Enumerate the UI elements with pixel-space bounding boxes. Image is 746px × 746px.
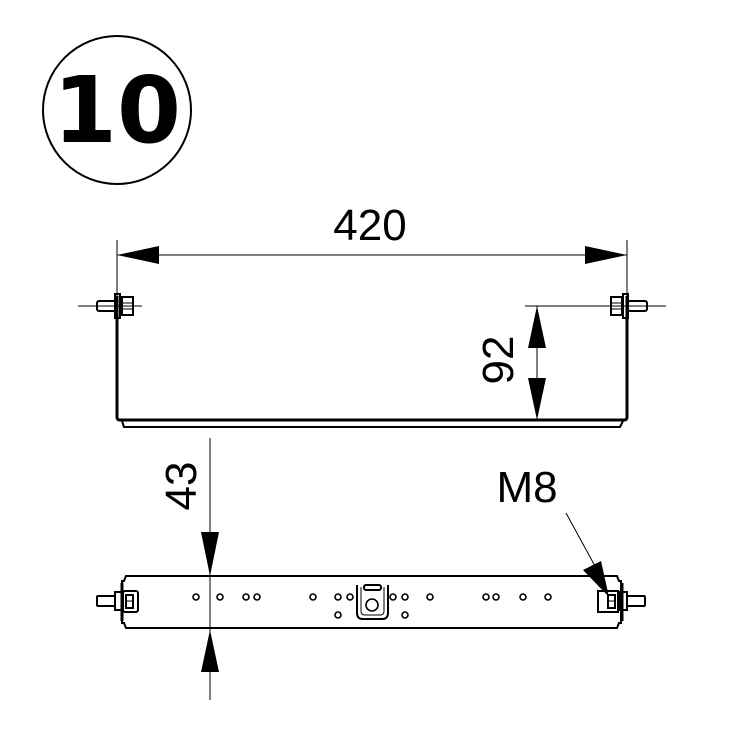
hole — [346, 593, 354, 601]
step-circle — [42, 35, 192, 185]
hole — [426, 593, 434, 601]
clip-inner — [360, 587, 385, 616]
nut-icon — [610, 296, 623, 316]
clip-outer — [356, 585, 389, 620]
arrow-up-icon — [528, 306, 546, 348]
mounting-holes — [192, 593, 552, 619]
washer-icon — [619, 591, 628, 611]
stud-icon — [96, 595, 116, 607]
step-number: 10 — [53, 57, 181, 164]
arrow-right-icon — [585, 246, 627, 264]
center-clip — [356, 584, 389, 620]
washer-icon — [114, 293, 121, 319]
hole — [401, 593, 409, 601]
bolt-right — [610, 293, 648, 319]
height-value: 92 — [474, 336, 523, 385]
nut-icon — [121, 296, 134, 316]
hole — [492, 593, 500, 601]
end-fitting-left — [96, 590, 139, 613]
hole — [192, 593, 200, 601]
clip-hole — [365, 598, 379, 612]
clip-icon — [122, 590, 139, 613]
hole — [389, 593, 397, 601]
end-fitting-right — [597, 590, 646, 613]
bracket-profile — [115, 296, 629, 422]
arrow-left-icon — [117, 246, 159, 264]
step-badge: 10 — [42, 35, 192, 185]
hole — [242, 593, 250, 601]
hole — [482, 593, 490, 601]
hole — [309, 593, 317, 601]
width-value: 420 — [333, 201, 406, 250]
height-dimension: 92 — [474, 305, 600, 420]
hole — [334, 593, 342, 601]
bottom-view — [96, 575, 646, 629]
clip-slot — [363, 584, 382, 591]
clip-icon — [597, 590, 619, 613]
hole — [401, 611, 409, 619]
depth-value: 43 — [157, 462, 206, 511]
bolt-callout: M8 — [496, 463, 609, 597]
arrow-up-icon — [201, 630, 219, 672]
hole — [519, 593, 527, 601]
width-dimension: 420 — [116, 201, 628, 300]
hole — [253, 593, 261, 601]
bolt-size-label: M8 — [496, 463, 557, 512]
hole — [544, 593, 552, 601]
hole — [216, 593, 224, 601]
bolt-left — [96, 293, 134, 319]
bracket-lip — [121, 420, 624, 428]
arrow-down-icon — [201, 532, 219, 576]
front-view — [78, 293, 666, 428]
depth-dimension: 43 — [157, 438, 219, 700]
leader-arrow-icon — [583, 561, 609, 597]
bracket-plate — [121, 575, 622, 629]
arrow-down-icon — [528, 378, 546, 420]
stud-icon — [626, 595, 646, 607]
hole — [334, 611, 342, 619]
